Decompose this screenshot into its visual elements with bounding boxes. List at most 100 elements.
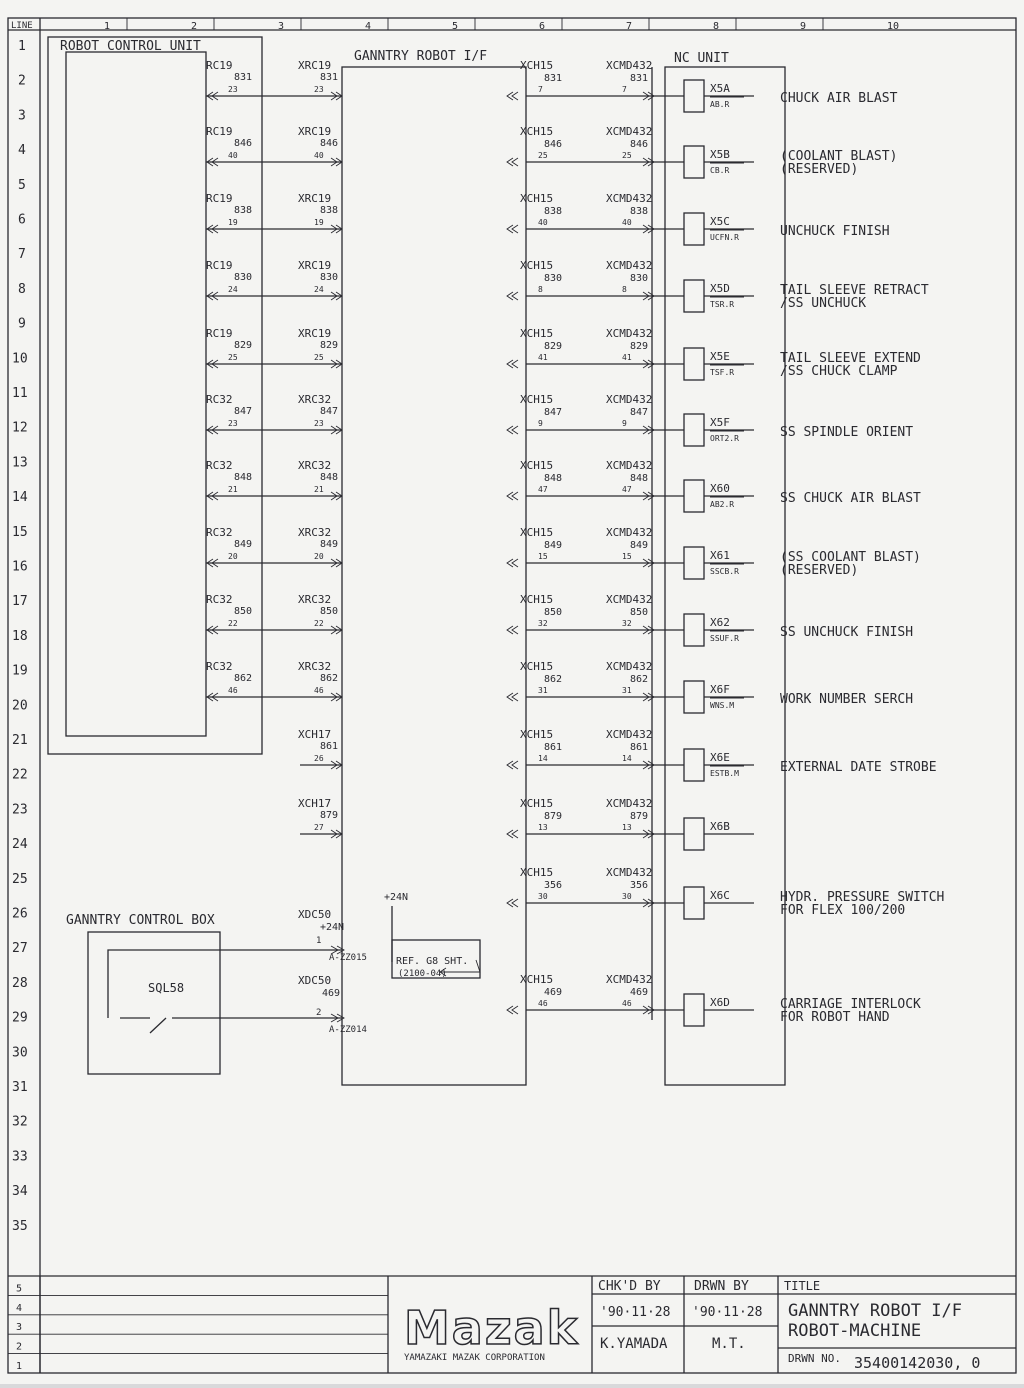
xr-connector: XCH17 — [298, 728, 331, 741]
relay-coil — [683, 886, 705, 920]
line-number-25: 25 — [12, 872, 28, 887]
signal-description: CARRIAGE INTERLOCK — [780, 997, 921, 1012]
pin-d: 30 — [622, 892, 632, 901]
relay-coil — [683, 748, 705, 782]
rc-connector: RC19 — [206, 327, 233, 340]
xch-wire-number: 862 — [544, 674, 562, 685]
xr-wire-number: 862 — [320, 673, 338, 684]
line-number-6: 6 — [18, 213, 26, 228]
xch-connector: XCH15 — [520, 797, 553, 810]
signal-description: (SS COOLANT BLAST) — [780, 550, 921, 565]
xr-wire-number: 848 — [320, 472, 338, 483]
xch-connector: XCH15 — [520, 59, 553, 72]
xcmd-connector: XCMD432 — [606, 192, 652, 205]
column-number-4: 4 — [365, 21, 371, 32]
xcmd-wire-number: 850 — [630, 607, 648, 618]
signal-row: RC3284821XRC3284821XCH1584847XCMD4328484… — [206, 459, 921, 513]
line-number-3: 3 — [18, 108, 26, 123]
pin-d: 41 — [622, 353, 632, 362]
revision-number: 1 — [16, 1361, 22, 1372]
xch-connector: XCH15 — [520, 459, 553, 472]
xcmd-wire-number: 838 — [630, 206, 648, 217]
pin-c: 7 — [538, 85, 543, 94]
xcmd-wire-number: 862 — [630, 674, 648, 685]
xr-wire-number: 838 — [320, 205, 338, 216]
pin-b: 2 — [316, 1008, 321, 1018]
signal-description: WORK NUMBER SERCH — [780, 692, 913, 707]
relay-coil — [683, 546, 705, 580]
pin-a: 21 — [228, 485, 238, 494]
xch-connector: XCH15 — [520, 327, 553, 340]
xr-wire-number: 847 — [320, 406, 338, 417]
revision-number: 5 — [16, 1283, 22, 1294]
pin-d: 32 — [622, 619, 632, 628]
robot-control-unit-inner — [65, 51, 207, 737]
relay-label: X6E — [710, 751, 730, 764]
line-number-28: 28 — [12, 976, 28, 991]
rc-connector: RC32 — [206, 593, 233, 606]
pin-b: 25 — [314, 353, 324, 362]
xdc50-connector: XDC50 — [298, 974, 331, 987]
pin-b: 26 — [314, 754, 324, 763]
pin-d: 7 — [622, 85, 627, 94]
xr-wire-number: 861 — [320, 741, 338, 752]
relay-label: X5B — [710, 148, 730, 161]
line-number-5: 5 — [18, 178, 26, 193]
xch-wire-number: 830 — [544, 273, 562, 284]
pin-d: 40 — [622, 218, 632, 227]
pin-c: 30 — [538, 892, 548, 901]
checked-date: '90·11·28 — [600, 1305, 670, 1320]
xcmd-wire-number: 849 — [630, 540, 648, 551]
drawing-title-line1: GANNTRY ROBOT I/F — [788, 1301, 962, 1321]
xr-connector: XRC19 — [298, 125, 331, 138]
line-number-29: 29 — [12, 1011, 28, 1026]
signal-row: RC1983819XRC1983819XCH1583840XCMD4328384… — [206, 192, 890, 246]
relay-coil — [683, 993, 705, 1027]
xch-connector: XCH15 — [520, 526, 553, 539]
signal-description-line2: FOR ROBOT HAND — [780, 1010, 890, 1025]
xcmd-wire-number: 831 — [630, 73, 648, 84]
pin-c: 25 — [538, 151, 548, 160]
xr-wire-number: 831 — [320, 72, 338, 83]
relay-coil — [683, 212, 705, 246]
signal-description: TAIL SLEEVE RETRACT — [780, 283, 929, 298]
xcmd-connector: XCMD432 — [606, 526, 652, 539]
xch-connector: XCH15 — [520, 125, 553, 138]
relay-label: X5C — [710, 215, 730, 228]
xcmd-wire-number: 848 — [630, 473, 648, 484]
pin-d: 31 — [622, 686, 632, 695]
drawn-date: '90·11·28 — [692, 1305, 762, 1320]
plus24n-label: +24N — [320, 922, 344, 933]
pin-c: 9 — [538, 419, 543, 428]
line-number-9: 9 — [18, 317, 26, 332]
pin-a: 23 — [228, 419, 238, 428]
line-numbers: 1234567891011121314151617181920212223242… — [12, 39, 28, 1234]
relay-sublabel: AB.R — [710, 100, 729, 109]
xch-wire-number: 861 — [544, 742, 562, 753]
signal-description-line2: /SS CHUCK CLAMP — [780, 364, 898, 379]
pin-d: 47 — [622, 485, 632, 494]
line-number-12: 12 — [12, 421, 28, 436]
line-number-34: 34 — [12, 1184, 28, 1199]
column-number-1: 1 — [104, 21, 110, 32]
xcmd-wire-number: 356 — [630, 880, 648, 891]
signal-description: SS UNCHUCK FINISH — [780, 625, 913, 640]
xcmd-connector: XCMD432 — [606, 660, 652, 673]
line-number-8: 8 — [18, 282, 26, 297]
xcmd-connector: XCMD432 — [606, 459, 652, 472]
relay-coil — [683, 479, 705, 513]
column-number-7: 7 — [626, 21, 632, 32]
signal-row: RC3284920XRC3284920XCH1584915XCMD4328491… — [206, 526, 921, 580]
signal-description-line2: /SS UNCHUCK — [780, 296, 866, 311]
xr-connector: XCH17 — [298, 797, 331, 810]
xch-wire-number: 831 — [544, 73, 562, 84]
pin-c: 31 — [538, 686, 548, 695]
xch-wire-number: 838 — [544, 206, 562, 217]
pin-b: 24 — [314, 285, 324, 294]
xch-wire-number: 848 — [544, 473, 562, 484]
rc-connector: RC19 — [206, 192, 233, 205]
xch-connector: XCH15 — [520, 973, 553, 986]
xch-connector: XCH15 — [520, 259, 553, 272]
